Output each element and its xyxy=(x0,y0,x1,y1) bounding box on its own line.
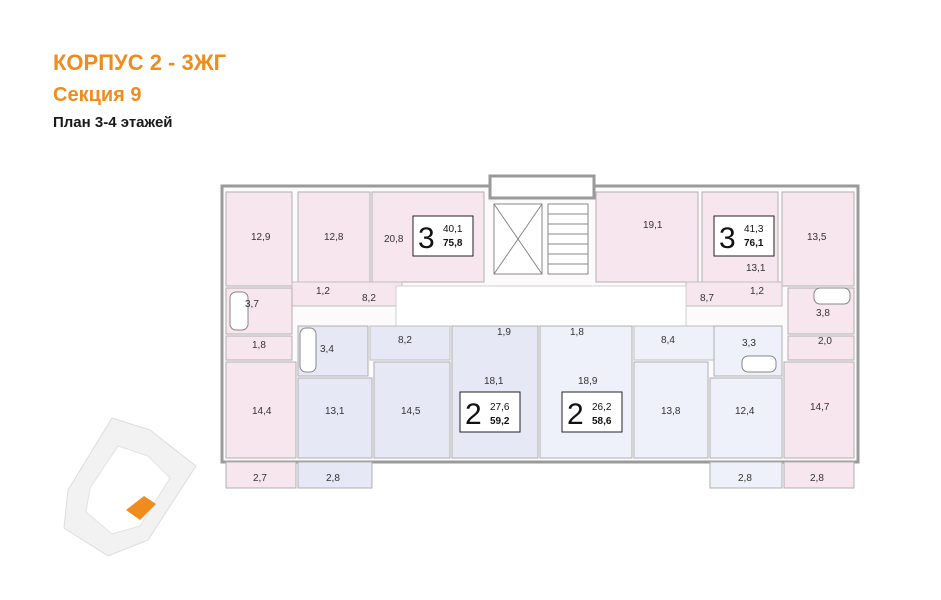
area-label: 12,9 xyxy=(251,232,271,243)
area-label: 20,8 xyxy=(384,234,404,245)
apartment-badge-2-left xyxy=(459,391,521,433)
area-label: 8,7 xyxy=(700,293,714,304)
balcony-right xyxy=(783,461,855,489)
room-right-living xyxy=(595,191,699,283)
area-label: 19,1 xyxy=(643,220,663,231)
area-label: 8,4 xyxy=(661,335,675,346)
living-area: 41,3 xyxy=(744,224,764,235)
total-area: 75,8 xyxy=(443,238,463,249)
area-label: 13,1 xyxy=(746,263,766,274)
total-area: 58,6 xyxy=(592,416,612,427)
area-label: 3,4 xyxy=(320,344,334,355)
area-label: 3,8 xyxy=(816,308,830,319)
hall-2room-right xyxy=(633,325,715,361)
total-area: 76,1 xyxy=(744,238,764,249)
balcony-2room-right xyxy=(709,461,783,489)
site-keymap xyxy=(63,417,197,557)
area-label: 18,1 xyxy=(484,376,504,387)
rooms-count: 3 xyxy=(418,222,435,255)
area-label: 1,9 xyxy=(497,327,511,338)
room-2room-right-1 xyxy=(633,361,709,459)
room-2room-right-2 xyxy=(709,377,783,459)
room-right-bottom xyxy=(783,361,855,459)
area-label: 14,4 xyxy=(252,406,272,417)
rooms-count: 3 xyxy=(719,222,736,255)
area-label: 14,7 xyxy=(810,402,830,413)
apartment-badge-3-left xyxy=(412,215,474,257)
area-label: 13,1 xyxy=(325,406,345,417)
bathtub-icon xyxy=(229,287,851,373)
section-highlight xyxy=(126,496,156,520)
area-label: 2,8 xyxy=(738,473,752,484)
area-label: 14,5 xyxy=(401,406,421,417)
area-label: 2,8 xyxy=(326,473,340,484)
balcony-2room-left xyxy=(297,461,373,489)
staircase xyxy=(547,203,589,275)
living-area: 40,1 xyxy=(443,224,463,235)
building-title: КОРПУС 2 - 3ЖГ xyxy=(53,50,227,75)
wc-left xyxy=(225,335,293,361)
area-label: 3,7 xyxy=(245,299,259,310)
area-label: 8,2 xyxy=(398,335,412,346)
area-label: 2,8 xyxy=(810,473,824,484)
area-label: 1,8 xyxy=(252,340,266,351)
hall-right xyxy=(685,281,783,307)
room-right-3 xyxy=(781,191,855,287)
section-title: Секция 9 xyxy=(53,84,142,106)
living-area: 26,2 xyxy=(592,402,612,413)
room-2room-left-2 xyxy=(373,361,451,459)
plan-subtitle: План 3-4 этажей xyxy=(53,114,173,131)
room-left-2 xyxy=(297,191,371,283)
area-label: 1,2 xyxy=(750,286,764,297)
room-left-bottom xyxy=(225,361,297,459)
apartment-badge-2-right xyxy=(561,391,623,433)
area-label: 12,4 xyxy=(735,406,755,417)
room-2room-left-1 xyxy=(297,377,373,459)
hall-left xyxy=(291,281,403,307)
area-label: 2,7 xyxy=(253,473,267,484)
area-label: 18,9 xyxy=(578,376,598,387)
area-label: 12,8 xyxy=(324,232,344,243)
area-label: 8,2 xyxy=(362,293,376,304)
rooms-count: 2 xyxy=(465,398,482,431)
area-label: 3,3 xyxy=(742,338,756,349)
rooms-count: 2 xyxy=(567,398,584,431)
hall-2room-left xyxy=(369,325,451,361)
apartment-badge-3-right xyxy=(713,215,775,257)
area-label: 13,5 xyxy=(807,232,827,243)
balcony-left xyxy=(225,461,297,489)
area-label: 1,2 xyxy=(316,286,330,297)
living-area: 27,6 xyxy=(490,402,510,413)
total-area: 59,2 xyxy=(490,416,510,427)
area-label: 2,0 xyxy=(818,336,832,347)
stair-tower xyxy=(488,174,596,200)
corridor xyxy=(395,285,687,327)
area-label: 13,8 xyxy=(661,406,681,417)
room-left-1 xyxy=(225,191,293,287)
wc-right xyxy=(787,335,855,361)
area-label: 1,8 xyxy=(570,327,584,338)
